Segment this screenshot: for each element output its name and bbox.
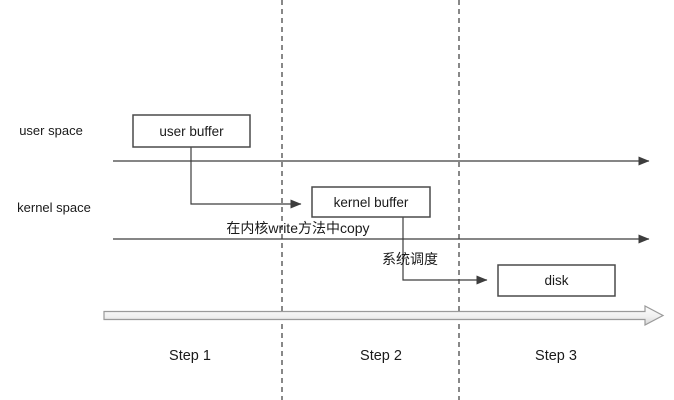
timeline-arrow [103,305,665,326]
user-buffer-box [132,114,251,148]
kernel-space-label: kernel space [17,200,91,215]
disk-node: disk [497,264,616,297]
step-2-label: Step 2 [360,348,402,364]
kernel-buffer-label: kernel buffer [334,195,409,210]
syscall-annotation: 系统调度 [382,251,438,267]
user-to-kernel-connector [190,147,302,209]
disk-box [497,264,616,297]
kernel-to-disk-connector [402,217,488,285]
disk-label: disk [544,273,568,288]
copy-annotation: 在内核write方法中copy [226,220,369,236]
kernel-buffer-box [311,186,431,218]
user-buffer-label: user buffer [159,124,224,139]
user-buffer-node: user buffer [132,114,251,148]
step-3-label: Step 3 [535,348,577,364]
step-1-label: Step 1 [169,348,211,364]
user-space-label: user space [19,123,83,138]
kernel-buffer-node: kernel buffer [311,186,431,218]
